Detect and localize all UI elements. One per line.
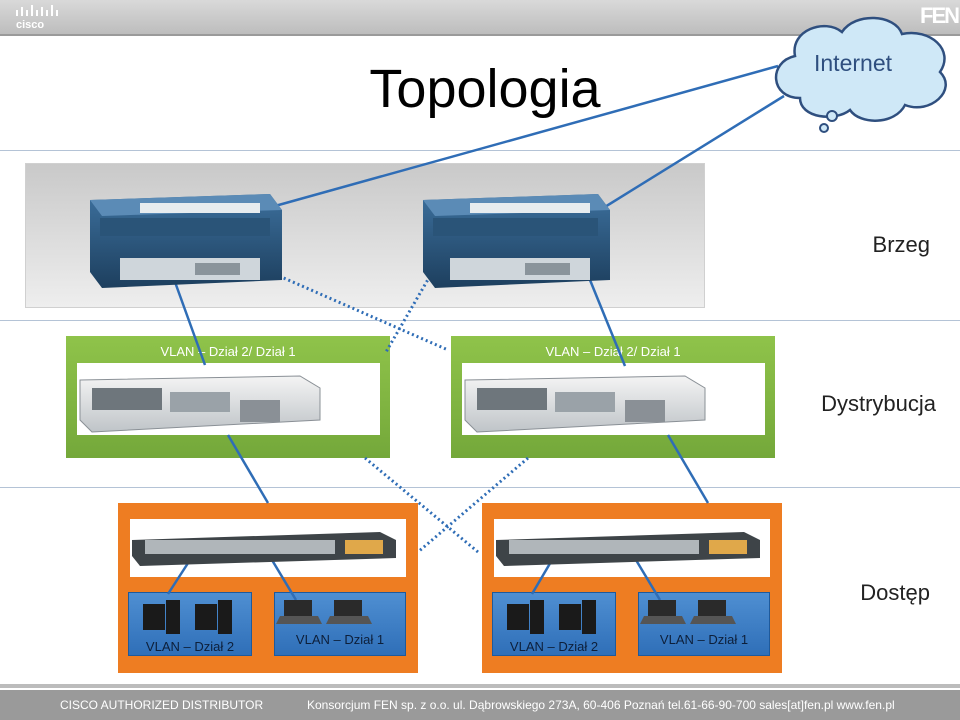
layer-label-access: Dostęp <box>860 580 930 605</box>
top-bar: cisco FEN <box>0 0 960 34</box>
link-router2-internet <box>599 94 785 212</box>
router-icon <box>423 194 610 288</box>
desktops-label-right: VLAN – Dział 2 <box>509 639 599 654</box>
links-dotted <box>269 270 529 554</box>
link-access2-desktops <box>530 559 554 595</box>
link-access2-laptops <box>634 559 662 601</box>
access-switch-icon <box>496 532 760 566</box>
link-router2-dist1 <box>384 275 432 353</box>
links-solid <box>166 64 785 601</box>
link-access1-desktops <box>166 559 192 595</box>
distribution-switch-icon <box>79 375 321 433</box>
layer-label-edge: Brzeg <box>872 232 930 257</box>
desktops-label-left: VLAN – Dział 2 <box>145 639 235 654</box>
link-router2-dist2 <box>588 279 627 367</box>
cloud-icon <box>774 16 947 133</box>
footer-divider <box>0 684 960 688</box>
link-access1-laptops <box>270 559 298 601</box>
distribution-switch-icon <box>464 375 706 433</box>
distribution-label-left: VLAN – Dział 2/ Dział 1 <box>160 344 296 359</box>
page-title: Topologia <box>369 59 601 119</box>
link-router1-dist2 <box>269 270 449 352</box>
link-dist1-access1 <box>226 434 270 504</box>
top-bar-divider <box>0 34 960 36</box>
divider-edge-distribution <box>0 320 960 321</box>
divider-distribution-access <box>0 487 960 488</box>
access-switch-icon <box>132 532 396 566</box>
footer-distributor: CISCO AUTHORIZED DISTRIBUTOR <box>60 698 264 712</box>
fen-logo: FEN <box>920 3 960 28</box>
link-dist2-access1 <box>417 456 529 554</box>
internet-label: Internet <box>814 50 892 76</box>
link-router1-dist1 <box>173 281 207 366</box>
link-router1-internet <box>274 64 779 208</box>
footer: CISCO AUTHORIZED DISTRIBUTOR Konsorcjum … <box>0 690 960 720</box>
divider-edge-top <box>0 150 960 151</box>
router-icon <box>90 194 282 288</box>
laptops-label-right: VLAN – Dział 1 <box>659 632 749 647</box>
layer-label-distribution: Dystrybucja <box>821 391 936 416</box>
distribution-label-right: VLAN – Dział 2/ Dział 1 <box>545 344 681 359</box>
desktop-pc-icon <box>143 600 596 634</box>
cisco-logo-icon: cisco <box>16 5 58 30</box>
laptops-label-left: VLAN – Dział 1 <box>295 632 385 647</box>
footer-contact: Konsorcjum FEN sp. z o.o. ul. Dąbrowskie… <box>307 698 895 712</box>
laptop-icon <box>276 600 736 624</box>
link-dist2-access2 <box>666 434 710 504</box>
svg-text:cisco: cisco <box>16 19 44 30</box>
